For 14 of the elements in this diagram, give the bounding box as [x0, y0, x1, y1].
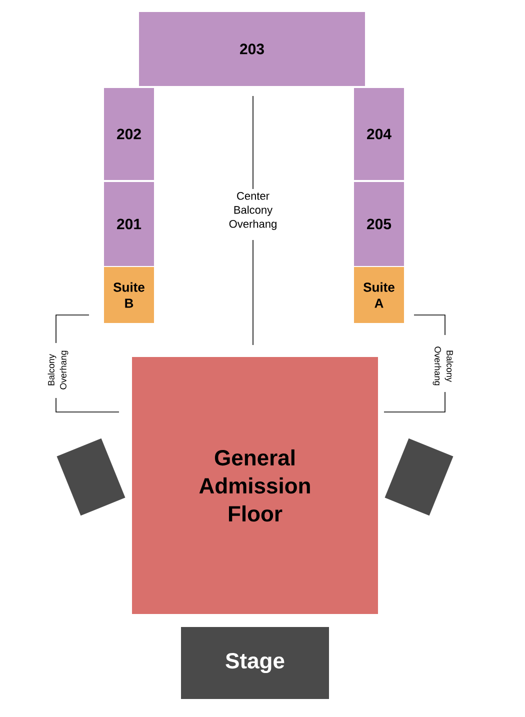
seating-block — [56, 438, 126, 516]
overhang-label: Balcony Overhang — [432, 346, 454, 386]
seating-section: 201 — [104, 182, 154, 266]
seating-section: 204 — [354, 88, 404, 180]
overhang-label: Center Balcony Overhang — [229, 192, 276, 230]
seating-section: 205 — [354, 182, 404, 266]
seating-section: 203 — [139, 12, 365, 86]
seating-block — [384, 438, 454, 516]
stage-block: Stage — [181, 627, 329, 699]
floor-section: General Admission Floor — [132, 357, 378, 614]
overhang-label: Balcony Overhang — [48, 350, 68, 390]
suite-section: Suite B — [104, 267, 154, 323]
suite-section: Suite A — [354, 267, 404, 323]
seating-section: 202 — [104, 88, 154, 180]
